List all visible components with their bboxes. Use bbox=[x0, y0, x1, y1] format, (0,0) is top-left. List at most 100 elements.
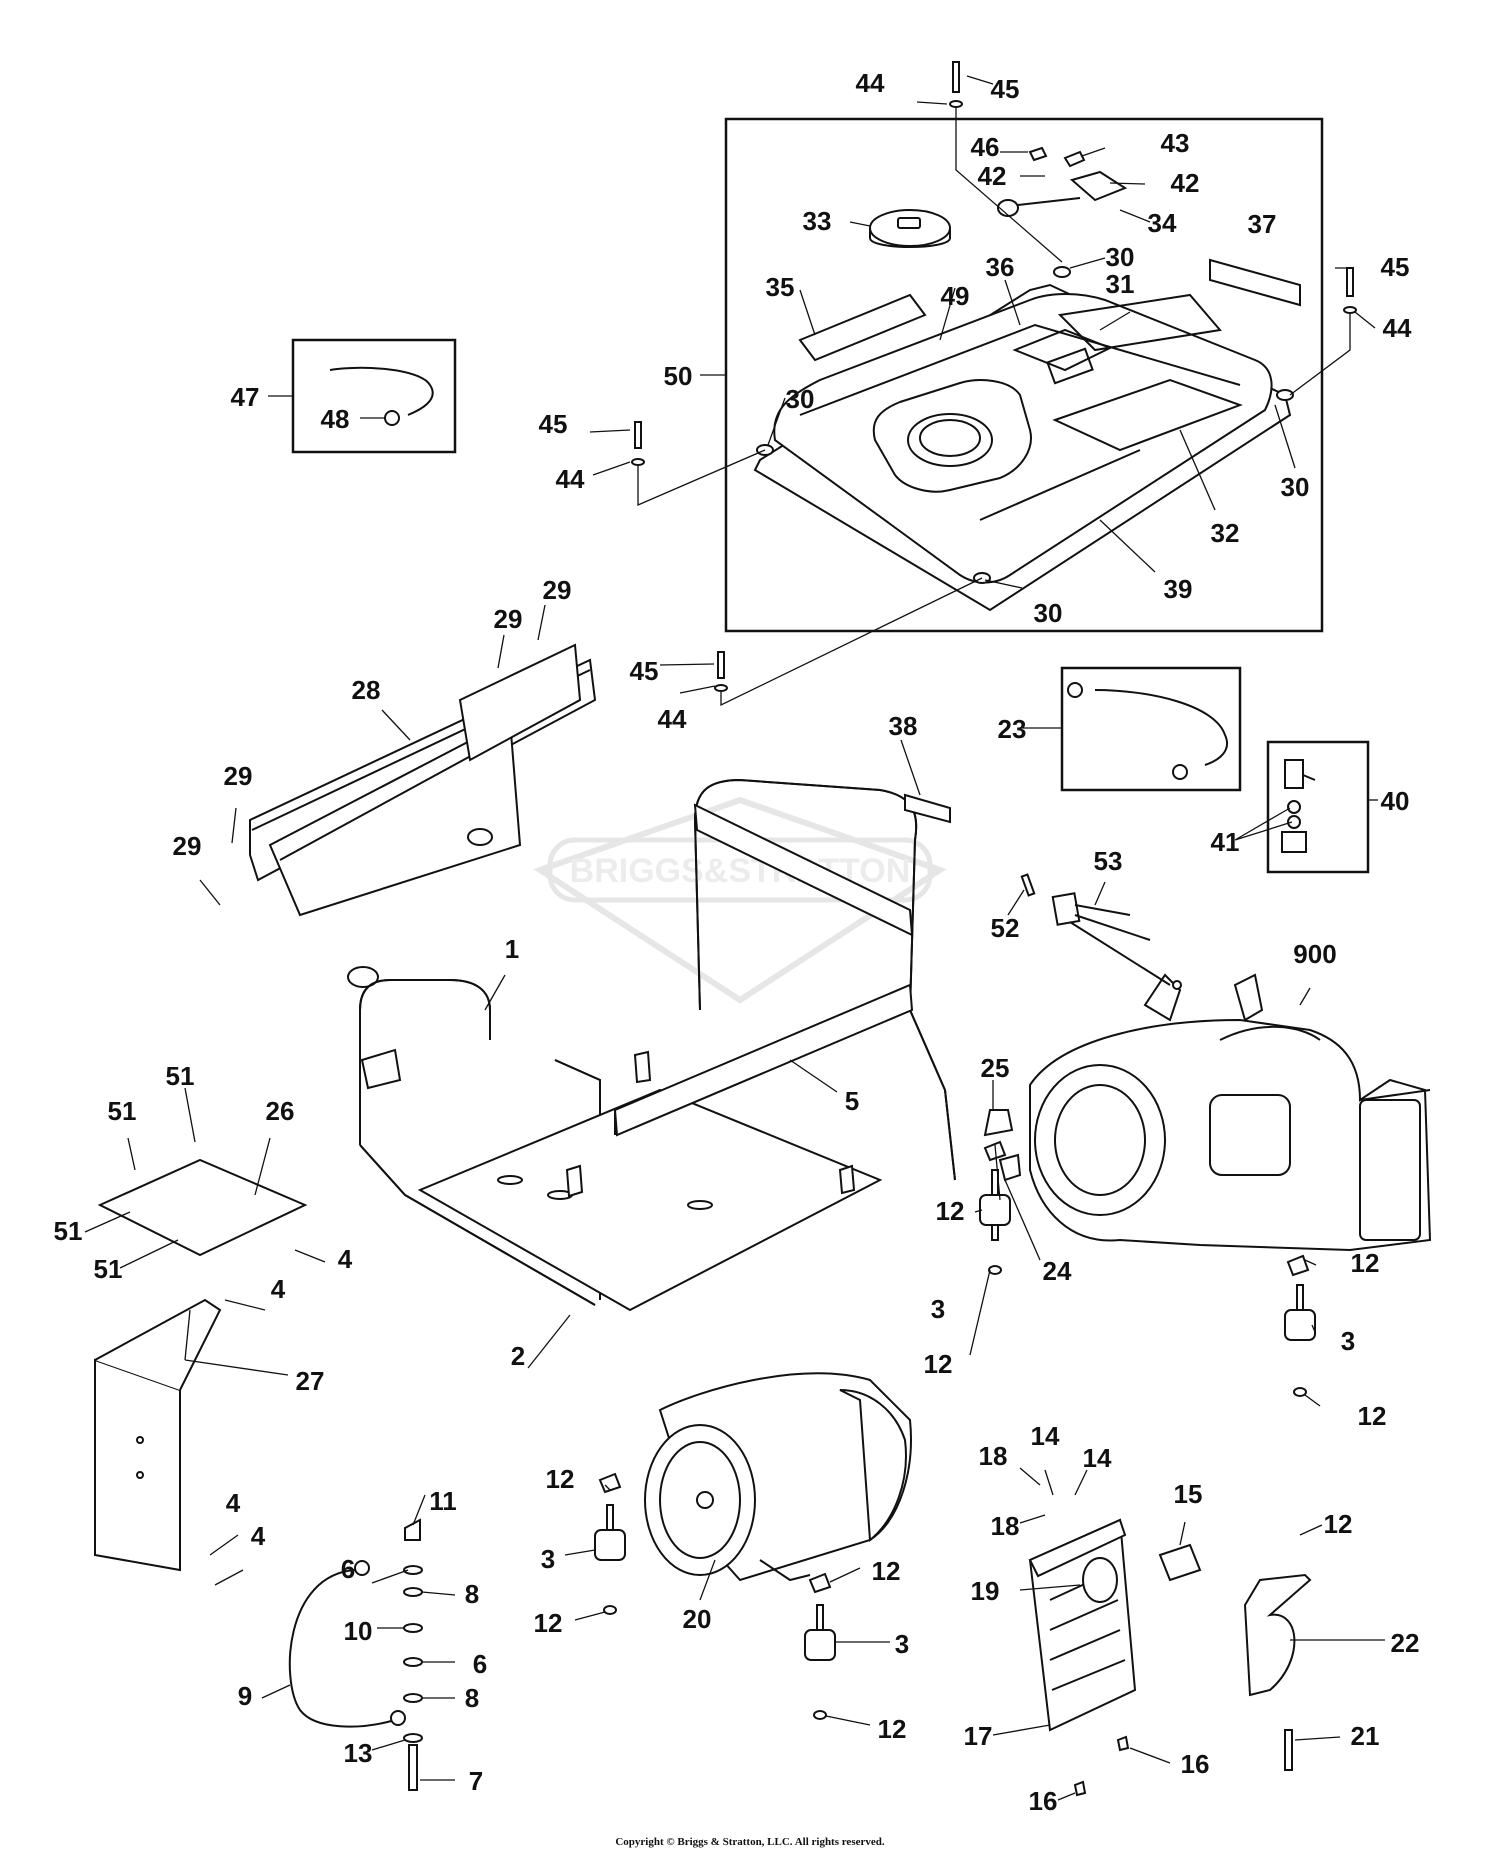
label-12: 12 bbox=[1324, 1509, 1353, 1539]
fuel-valve-40[interactable] bbox=[1266, 740, 1370, 874]
label-33: 33 bbox=[803, 206, 832, 236]
label-8: 8 bbox=[465, 1579, 479, 1609]
screw-52 bbox=[1020, 873, 1036, 897]
label-44: 44 bbox=[856, 68, 885, 98]
label-19: 19 bbox=[971, 1576, 1000, 1606]
generator-frame[interactable] bbox=[359, 778, 956, 1312]
label-47: 47 bbox=[231, 382, 260, 412]
decal-35 bbox=[798, 293, 927, 362]
label-37: 37 bbox=[1248, 209, 1277, 239]
label-42: 42 bbox=[978, 161, 1007, 191]
frame-handle-bar[interactable] bbox=[693, 803, 914, 937]
leader-lines bbox=[84, 75, 1385, 1801]
label-12: 12 bbox=[1358, 1401, 1387, 1431]
label-41: 41 bbox=[1211, 827, 1240, 857]
label-3: 3 bbox=[1341, 1326, 1355, 1356]
label-12: 12 bbox=[1351, 1248, 1380, 1278]
label-20: 20 bbox=[683, 1604, 712, 1634]
label-27: 27 bbox=[296, 1366, 325, 1396]
ground-strap[interactable] bbox=[288, 1560, 406, 1728]
label-12: 12 bbox=[936, 1196, 965, 1226]
label-13: 13 bbox=[344, 1738, 373, 1768]
part-24 bbox=[998, 1153, 1022, 1182]
label-22: 22 bbox=[1391, 1628, 1420, 1658]
label-21: 21 bbox=[1351, 1721, 1380, 1751]
label-14: 14 bbox=[1083, 1443, 1112, 1473]
label-35: 35 bbox=[766, 272, 795, 302]
label-10: 10 bbox=[344, 1616, 373, 1646]
label-53: 53 bbox=[1094, 846, 1123, 876]
alternator[interactable] bbox=[644, 1372, 912, 1582]
label-11: 11 bbox=[429, 1486, 457, 1516]
wire-harness[interactable] bbox=[1051, 892, 1182, 990]
label-16: 16 bbox=[1029, 1786, 1058, 1816]
label-12: 12 bbox=[546, 1464, 575, 1494]
label-38: 38 bbox=[889, 711, 918, 741]
label-28: 28 bbox=[352, 675, 381, 705]
copyright-notice: Copyright © Briggs & Stratton, LLC. All … bbox=[615, 1836, 885, 1848]
label-51: 51 bbox=[94, 1254, 123, 1284]
label-12: 12 bbox=[878, 1714, 907, 1744]
label-39: 39 bbox=[1164, 574, 1193, 604]
label-9: 9 bbox=[238, 1681, 252, 1711]
decal-37 bbox=[1209, 258, 1301, 307]
fuel-gauge[interactable] bbox=[997, 170, 1128, 217]
fuel-line-kit-47[interactable] bbox=[291, 338, 457, 454]
label-29: 29 bbox=[543, 575, 572, 605]
label-18: 18 bbox=[991, 1511, 1020, 1541]
label-43: 43 bbox=[1161, 128, 1190, 158]
label-12: 12 bbox=[872, 1556, 901, 1586]
label-17: 17 bbox=[964, 1721, 993, 1751]
label-42: 42 bbox=[1171, 168, 1200, 198]
label-44: 44 bbox=[1383, 313, 1412, 343]
label-34: 34 bbox=[1148, 208, 1177, 238]
muffler-bracket-22[interactable] bbox=[1243, 1573, 1312, 1697]
label-26: 26 bbox=[266, 1096, 295, 1126]
label-6: 6 bbox=[473, 1649, 487, 1679]
decal-38 bbox=[904, 793, 951, 824]
muffler[interactable] bbox=[1028, 1518, 1137, 1732]
label-900: 900 bbox=[1293, 939, 1336, 969]
decal-46 bbox=[1028, 146, 1048, 162]
label-3: 3 bbox=[541, 1544, 555, 1574]
cover-plate-26[interactable] bbox=[97, 1158, 308, 1257]
fuel-tank[interactable] bbox=[753, 266, 1294, 612]
label-49: 49 bbox=[941, 281, 970, 311]
label-45: 45 bbox=[630, 656, 659, 686]
ground-hardware bbox=[403, 1518, 423, 1791]
label-45: 45 bbox=[1381, 252, 1410, 282]
label-50: 50 bbox=[664, 361, 693, 391]
bracket-27[interactable] bbox=[94, 1298, 222, 1572]
label-12: 12 bbox=[924, 1349, 953, 1379]
label-52: 52 bbox=[991, 913, 1020, 943]
control-panel-bracket[interactable] bbox=[249, 643, 597, 988]
cap-25 bbox=[983, 1109, 1014, 1137]
part-labels: 44 45 46 43 42 42 33 34 30 37 45 44 35 3… bbox=[54, 68, 1420, 1816]
label-30: 30 bbox=[1281, 472, 1310, 502]
label-3: 3 bbox=[895, 1629, 909, 1659]
bolt-21 bbox=[1284, 1729, 1293, 1771]
gasket-15 bbox=[1158, 1543, 1202, 1582]
label-2: 2 bbox=[511, 1341, 525, 1371]
label-31: 31 bbox=[1106, 269, 1135, 299]
fuel-cap[interactable] bbox=[869, 209, 951, 248]
tank-bolt bbox=[631, 61, 1357, 692]
label-29: 29 bbox=[494, 604, 523, 634]
label-29: 29 bbox=[224, 761, 253, 791]
fuel-line-kit-23[interactable] bbox=[1060, 666, 1242, 792]
label-30: 30 bbox=[1034, 598, 1063, 628]
label-30: 30 bbox=[786, 384, 815, 414]
engine[interactable] bbox=[1029, 973, 1432, 1252]
label-6: 6 bbox=[341, 1554, 355, 1584]
label-36: 36 bbox=[986, 252, 1015, 282]
label-4: 4 bbox=[338, 1244, 353, 1274]
label-48: 48 bbox=[321, 404, 350, 434]
cross-member[interactable] bbox=[613, 983, 914, 1137]
label-45: 45 bbox=[539, 409, 568, 439]
label-3: 3 bbox=[931, 1294, 945, 1324]
label-8: 8 bbox=[465, 1683, 479, 1713]
label-16: 16 bbox=[1181, 1749, 1210, 1779]
label-15: 15 bbox=[1174, 1479, 1203, 1509]
label-1: 1 bbox=[505, 934, 519, 964]
